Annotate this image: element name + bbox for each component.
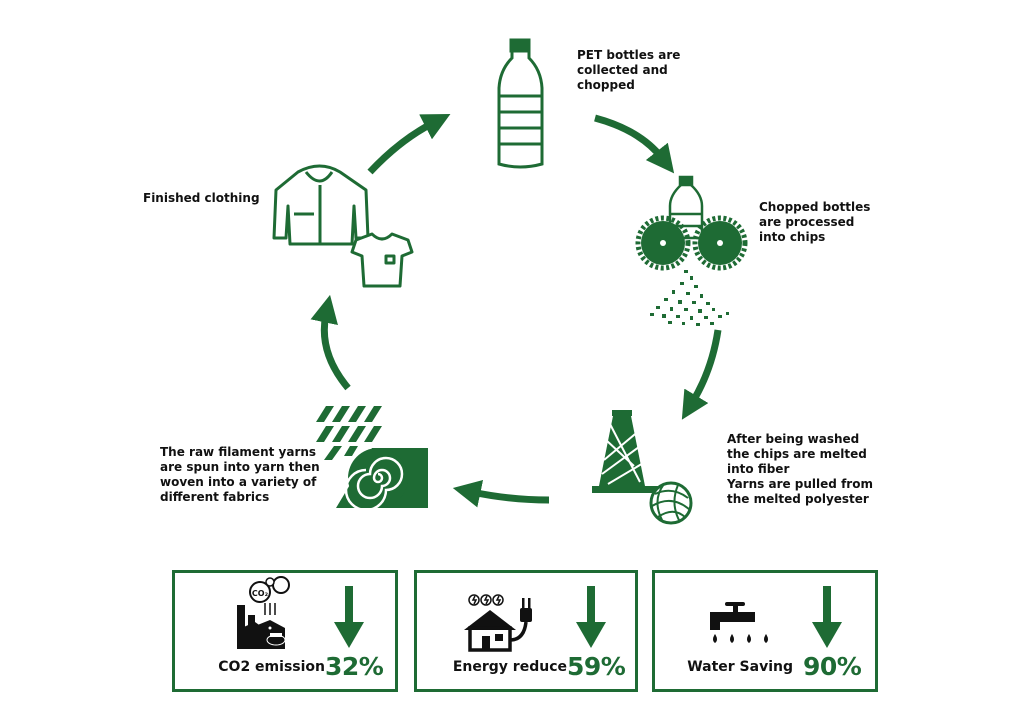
plastic-chips [650, 270, 729, 326]
savings-box-co2: CO2 emission 32% [172, 570, 398, 692]
step-label-fabrics: The raw filament yarns are spun into yar… [160, 445, 320, 504]
arrow-down-icon [812, 586, 842, 648]
cycle-arrow-yarn-to-fabric [452, 480, 550, 508]
savings-label: CO2 emission [218, 659, 325, 675]
savings-label: Energy reduce [452, 659, 567, 675]
savings-percent: 90% [803, 652, 862, 681]
savings-box-energy: Energy reduce 59% [414, 570, 638, 692]
pet-bottle-icon [497, 38, 544, 169]
cycle-arrow-chips-to-yarn [681, 329, 722, 420]
clothing-icon [272, 164, 414, 288]
house-plug-icon [464, 594, 532, 652]
factory-icon: CO₂ [237, 576, 290, 649]
water-tap-icon [710, 602, 768, 643]
arrow-down-icon [576, 586, 606, 648]
savings-percent: 32% [325, 652, 384, 681]
savings-percent: 59% [567, 652, 626, 681]
step-label-chips: Chopped bottles are processed into chips [759, 200, 871, 244]
cycle-arrow-bottle-to-chips [594, 114, 675, 174]
step-label-clothing: Finished clothing [143, 191, 260, 205]
cycle-arrow-fabric-to-clothing [310, 294, 351, 391]
savings-label: Water Saving [687, 659, 793, 675]
fabric-roll-icon [316, 406, 428, 512]
step-label-bottles: PET bottles are collected and chopped [577, 48, 681, 92]
savings-box-water: Water Saving 90% [652, 570, 878, 692]
arrow-down-icon [334, 586, 364, 648]
step-label-fiber: After being washed the chips are melted … [727, 432, 873, 506]
chipping-saw-icon [635, 175, 748, 326]
cycle-arrow-clothing-to-bottle [367, 114, 451, 175]
co2-symbol: CO₂ [252, 589, 269, 598]
yarn-spool-icon [592, 410, 693, 525]
